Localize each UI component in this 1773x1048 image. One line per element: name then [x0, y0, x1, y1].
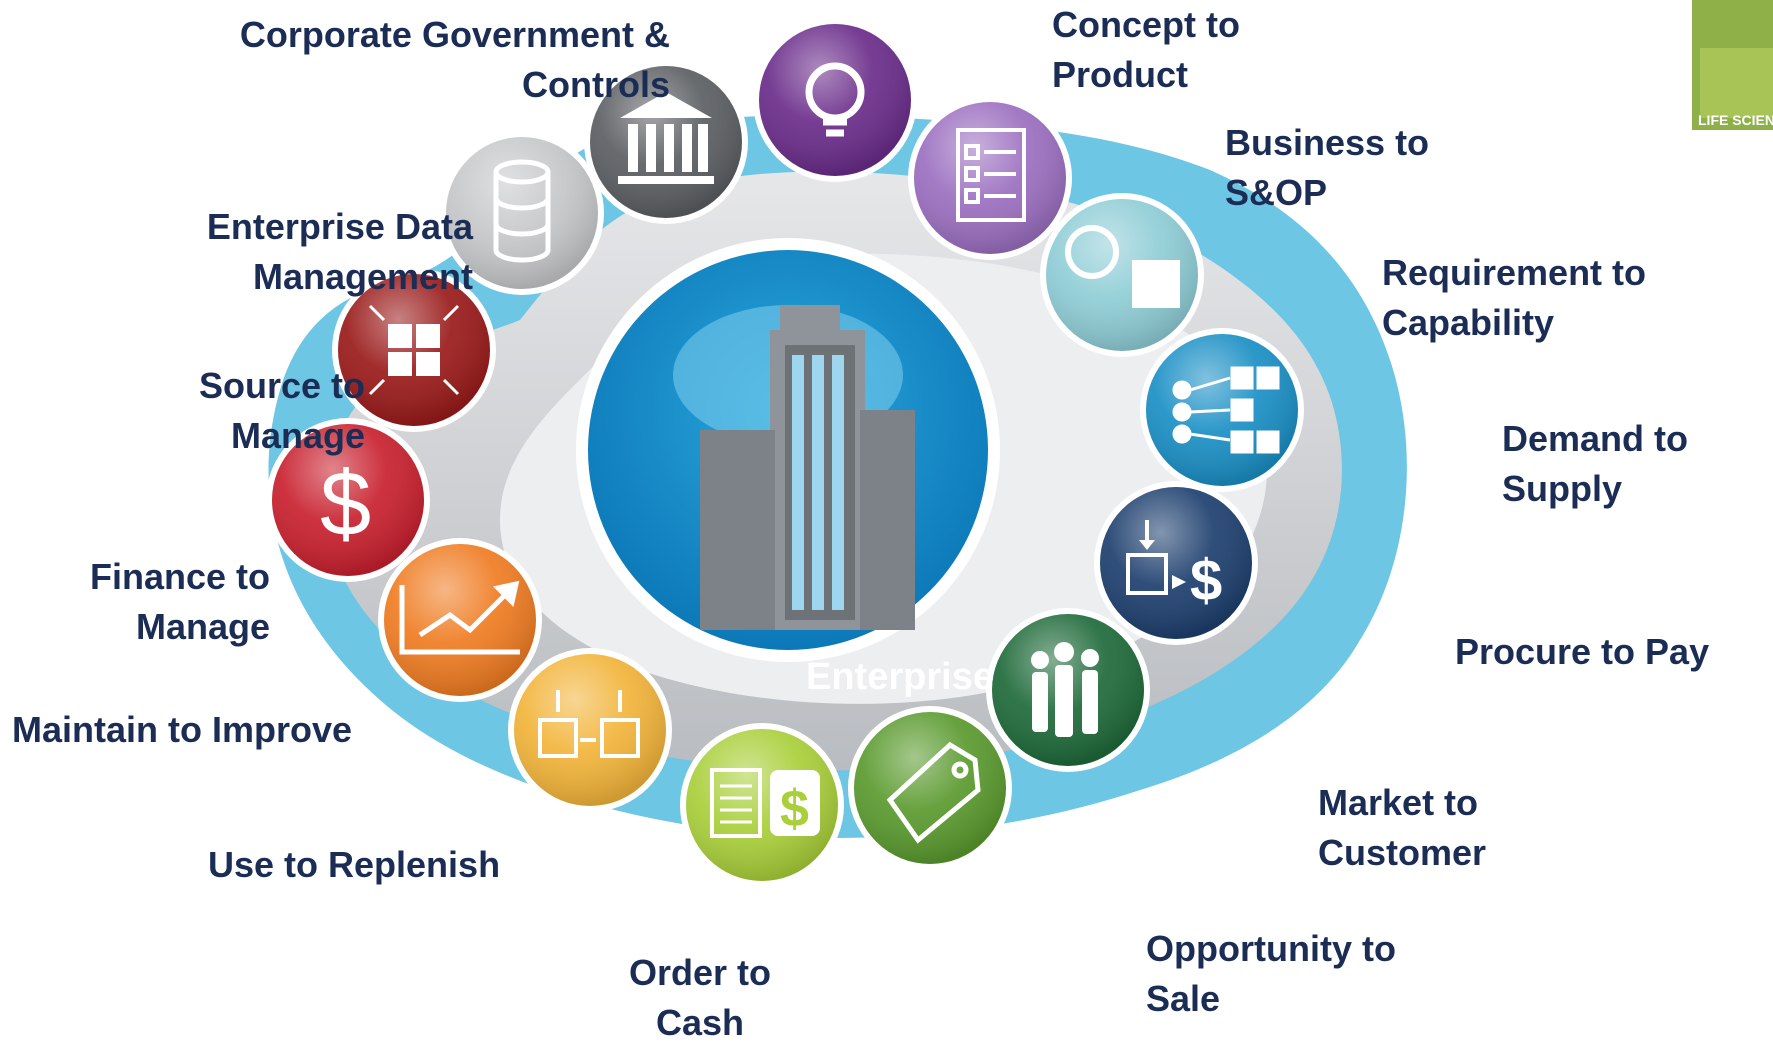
circle-concept-to-product[interactable] — [753, 18, 917, 182]
circle-finance-to-manage[interactable]: $ — [266, 418, 430, 582]
svg-text:$: $ — [780, 780, 809, 838]
circle-business-to-sop[interactable] — [908, 96, 1072, 260]
circle-opportunity-to-sale[interactable] — [848, 706, 1012, 870]
label-maintain-to-improve: Maintain to Improve — [12, 709, 353, 750]
trend-chart-icon — [399, 580, 520, 655]
price-tag-icon — [886, 741, 981, 844]
circle-source-to-manage[interactable] — [332, 268, 496, 432]
circle-square-icon — [1065, 225, 1180, 308]
people-icon — [1031, 642, 1099, 737]
building-columns-icon — [618, 92, 714, 184]
circle-order-to-cash[interactable]: $ — [680, 723, 844, 887]
hierarchy-icon — [1172, 366, 1280, 454]
circle-enterprise-data-management[interactable] — [440, 131, 604, 295]
dollar-sign-icon: $ — [320, 453, 371, 555]
invoice-dollar-icon: $ — [710, 768, 820, 838]
corner-logo — [1692, 0, 1773, 130]
label-procure-to-pay: Procure to Pay — [1455, 631, 1710, 672]
circle-use-to-replenish[interactable] — [508, 648, 672, 812]
circle-corporate-government[interactable] — [584, 60, 748, 224]
center-label: Enterprise — [806, 656, 994, 698]
circle-market-to-customer[interactable] — [986, 608, 1150, 772]
checklist-icon — [956, 128, 1026, 222]
svg-text:$: $ — [1190, 548, 1222, 613]
label-use-to-replenish: Use to Replenish — [208, 844, 501, 885]
box-to-dollar-icon: $ — [1126, 520, 1222, 613]
database-icon — [493, 159, 551, 263]
expand-grid-icon — [368, 304, 460, 396]
circle-requirement-to-capability[interactable] — [1040, 193, 1204, 357]
circle-maintain-to-improve[interactable] — [378, 538, 542, 702]
lightbulb-icon — [805, 62, 865, 137]
circle-demand-to-supply[interactable] — [1140, 328, 1304, 492]
circle-procure-to-pay[interactable]: $ — [1094, 481, 1258, 645]
boxes-icon — [538, 690, 640, 758]
enterprise-building-icon — [700, 305, 915, 630]
label-corporate-government: Corporate Government &Controls — [239, 14, 670, 105]
badge-text: LIFE SCIEN PAT — [1698, 112, 1773, 144]
